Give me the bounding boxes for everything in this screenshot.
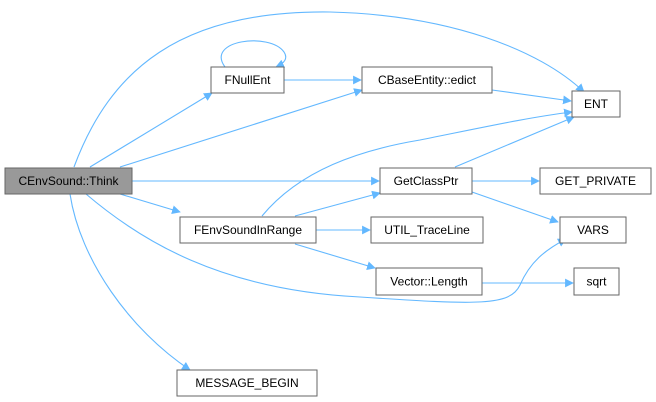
node-fenvsoundinrange-label: FEnvSoundInRange <box>194 223 302 237</box>
node-vars-label: VARS <box>577 223 609 237</box>
node-edict-label: CBaseEntity::edict <box>378 73 477 87</box>
edge-getclassptr-vars <box>471 191 559 224</box>
edge-think-fenvsoundinrange <box>119 193 181 214</box>
edge-fenvsoundinrange-ent <box>261 108 573 217</box>
node-ent[interactable]: ENT <box>571 90 621 118</box>
edge-fenvsoundinrange-getclassptr <box>294 190 381 217</box>
node-sqrt-label: sqrt <box>586 275 607 289</box>
node-think-label: CEnvSound::Think <box>18 174 119 188</box>
node-fnullent[interactable]: FNullEnt <box>210 66 285 94</box>
node-util-traceline[interactable]: UTIL_TraceLine <box>370 216 484 244</box>
node-edict[interactable]: CBaseEntity::edict <box>361 66 493 94</box>
edge-think-vars <box>85 193 567 303</box>
edges <box>69 11 585 371</box>
node-get-private[interactable]: GET_PRIVATE <box>539 167 652 195</box>
node-getclassptr-label: GetClassPtr <box>394 174 459 188</box>
edge-think-fnullent <box>89 92 213 168</box>
edge-fnullent-self <box>220 40 287 68</box>
node-vars[interactable]: VARS <box>559 216 627 244</box>
node-message-begin-label: MESSAGE_BEGIN <box>195 376 298 390</box>
edge-fenvsoundinrange-vector-length <box>294 243 376 270</box>
node-message-begin[interactable]: MESSAGE_BEGIN <box>176 369 318 397</box>
node-fenvsoundinrange[interactable]: FEnvSoundInRange <box>179 216 317 244</box>
node-sqrt[interactable]: sqrt <box>573 267 620 296</box>
edge-think-edict <box>119 88 363 168</box>
node-get-private-label: GET_PRIVATE <box>555 174 636 188</box>
node-fnullent-label: FNullEnt <box>224 73 271 87</box>
edge-think-message-begin <box>69 193 191 371</box>
node-ent-label: ENT <box>584 97 609 111</box>
node-think[interactable]: CEnvSound::Think <box>4 167 133 195</box>
edge-think-ent <box>73 11 585 168</box>
node-util-traceline-label: UTIL_TraceLine <box>384 223 470 237</box>
node-vector-length-label: Vector::Length <box>390 275 467 289</box>
node-vector-length[interactable]: Vector::Length <box>375 267 483 296</box>
node-getclassptr[interactable]: GetClassPtr <box>379 167 473 195</box>
edge-edict-ent <box>491 89 572 105</box>
edge-getclassptr-ent <box>454 116 575 168</box>
